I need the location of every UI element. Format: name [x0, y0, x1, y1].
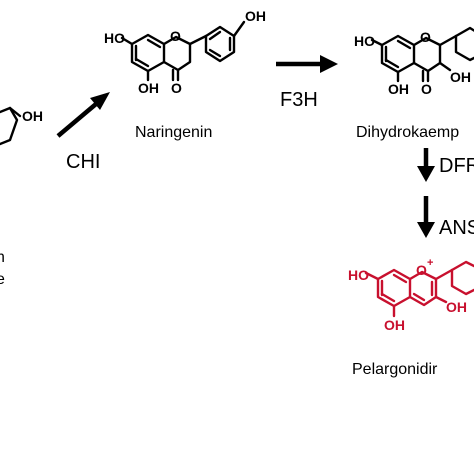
dhk-oh-bottom: OH — [388, 81, 409, 97]
pel-oh-bottom: OH — [384, 317, 405, 333]
dhk-oh-side: OH — [450, 69, 471, 85]
pel-a-dbl2 — [380, 292, 396, 303]
dihydrokaempferol-structure — [370, 26, 474, 83]
f3h-arrow — [276, 55, 338, 73]
chalcone-fragment: OH n e — [0, 106, 43, 288]
pel-b-link — [434, 268, 454, 281]
naringenin-a-dbl2 — [134, 57, 150, 68]
pel-a-dbl1 — [392, 273, 408, 284]
pel-c-dbl2 — [412, 292, 426, 302]
pel-ho-bond — [364, 271, 380, 281]
dhk-a-dbl2 — [384, 58, 400, 69]
chalcone-oh-bond — [8, 106, 22, 118]
naringenin-ring-o: O — [170, 28, 181, 44]
dhk-c-ring — [412, 36, 442, 73]
pel-side-oh-bond — [434, 295, 448, 304]
f3h-arrow-head — [320, 55, 338, 73]
dhk-ring-o: O — [420, 29, 431, 45]
pelargonidin-structure — [364, 260, 474, 318]
dfr-arrow-head — [417, 166, 435, 182]
pel-ring-o: O — [416, 262, 427, 278]
pel-c-ring — [408, 270, 438, 307]
pel-ho: HO — [348, 267, 369, 283]
dhk-ho: HO — [354, 33, 375, 49]
naringenin-b-ring — [204, 25, 236, 63]
naringenin-oh-bottom: OH — [138, 80, 159, 96]
naringenin-keto-o: O — [171, 80, 182, 96]
dhk-a-dbl1 — [396, 39, 412, 50]
naringenin-structure — [120, 20, 246, 82]
naringenin-ho: HO — [104, 30, 125, 46]
chalcone-ring — [0, 106, 19, 146]
pel-oh-side: OH — [446, 299, 467, 315]
pel-b-ring — [450, 260, 474, 296]
dfr-label: DFR — [439, 155, 474, 177]
chalcone-name-line2: e — [0, 271, 5, 288]
pel-name: Pelargonidir — [352, 361, 438, 378]
chi-arrow-head — [90, 92, 110, 110]
ans-label: ANS — [439, 217, 474, 239]
dhk-side-oh-bond — [438, 61, 452, 72]
pel-plus: + — [427, 257, 433, 269]
naringenin-b-oh-bond — [232, 20, 246, 38]
naringenin-c-ring — [162, 35, 192, 72]
chalcone-name-line1: n — [0, 249, 5, 266]
chi-arrow — [56, 92, 110, 138]
chi-label: CHI — [66, 151, 100, 173]
f3h-label: F3H — [280, 89, 318, 111]
naringenin-b-dbl1 — [208, 30, 222, 41]
dhk-b-ring — [454, 26, 474, 62]
naringenin-ho-bond — [120, 36, 134, 46]
naringenin-oh-top: OH — [245, 8, 266, 24]
dfr-arrow — [417, 148, 435, 182]
ans-arrow — [417, 196, 435, 238]
chi-arrow-shaft — [56, 102, 98, 138]
naringenin-b-dbl3 — [208, 48, 222, 58]
dhk-keto-o: O — [421, 81, 432, 97]
naringenin-a-dbl1 — [146, 38, 162, 49]
ans-arrow-head — [417, 222, 435, 238]
naringenin-name: Naringenin — [135, 124, 212, 141]
dhk-ho-bond — [370, 38, 384, 47]
chalcone-oh-label: OH — [22, 108, 43, 124]
dhk-b-link — [438, 34, 458, 47]
dhk-name: Dihydrokaemp — [356, 124, 459, 141]
naringenin-b-link — [188, 34, 208, 46]
